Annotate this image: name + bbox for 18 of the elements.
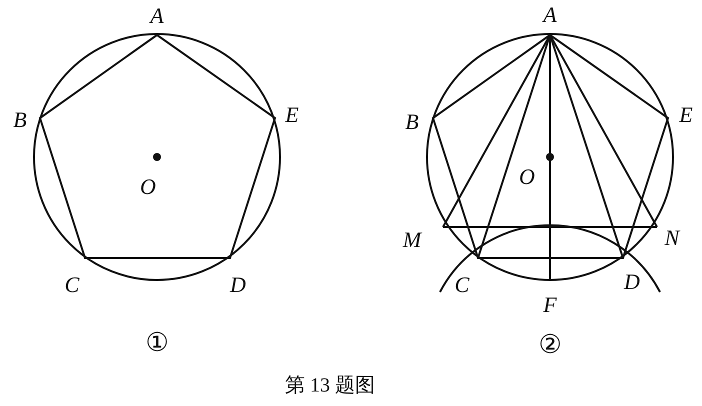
point-label: O	[519, 166, 535, 188]
point-label: F	[543, 294, 557, 316]
figure-number: ①	[146, 330, 168, 356]
figure-number: ②	[538, 332, 562, 358]
point-label: M	[402, 229, 422, 251]
point-label: E	[679, 104, 693, 126]
point-label: B	[13, 109, 27, 131]
point-label: O	[140, 176, 156, 198]
point-label: C	[64, 274, 80, 296]
point-label: A	[543, 4, 557, 26]
point-label: D	[624, 271, 640, 293]
point-label: E	[285, 104, 299, 126]
point-label: B	[405, 111, 419, 133]
caption: 第 13 题图	[285, 374, 375, 398]
point-label: A	[150, 5, 164, 27]
point-label: C	[454, 274, 470, 296]
point-label: D	[230, 274, 246, 296]
point-label: N	[664, 227, 680, 249]
